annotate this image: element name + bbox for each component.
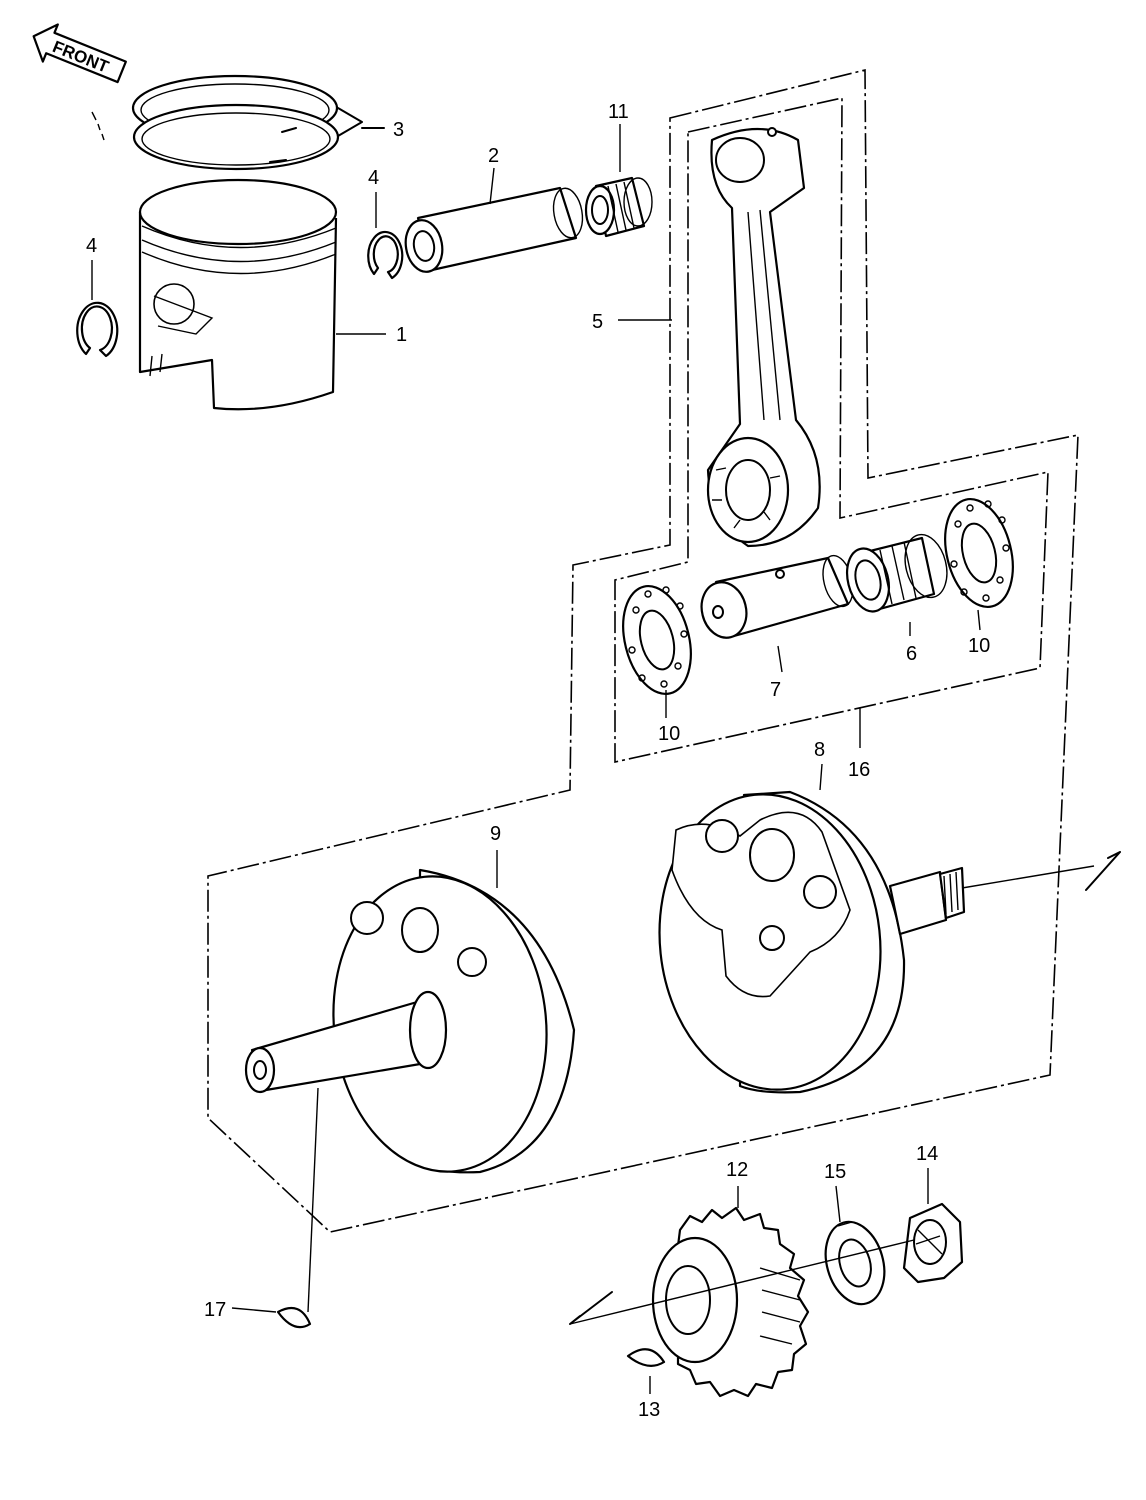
callout-15: 15 xyxy=(824,1161,846,1183)
woodruff-key-13 xyxy=(626,1348,666,1367)
callout-11: 11 xyxy=(608,101,629,123)
key-leader-line xyxy=(307,1087,319,1313)
connecting-rod-kit-boundary xyxy=(614,97,1049,763)
callout-13: 13 xyxy=(638,1399,660,1421)
callout-9: 9 xyxy=(490,823,501,845)
gear-axis-line xyxy=(569,1239,915,1325)
piston xyxy=(138,178,338,411)
crank-pin xyxy=(700,554,854,639)
front-direction-arrow: FRONT xyxy=(32,23,127,84)
ring-bracket xyxy=(337,107,363,137)
thrust-washer-left xyxy=(622,584,692,696)
crankshaft-assembly-boundary xyxy=(207,68,1079,1233)
callout-2: 2 xyxy=(488,145,499,167)
connecting-rod xyxy=(706,127,821,548)
lock-washer xyxy=(824,1220,886,1306)
gear-nut xyxy=(902,1202,964,1284)
gear-axis-arrow-left xyxy=(569,1291,613,1325)
callout-6: 6 xyxy=(906,643,917,665)
callout-4-right: 4 xyxy=(368,167,379,189)
piston-rings xyxy=(131,74,340,171)
small-end-needle-bearing xyxy=(584,176,653,238)
callout-10-right: 10 xyxy=(968,635,990,657)
crank-axis-arrow-right xyxy=(1085,851,1121,891)
callout-17: 17 xyxy=(204,1299,226,1321)
dust-specks xyxy=(91,111,105,141)
callout-16: 16 xyxy=(848,759,870,781)
callout-10-left: 10 xyxy=(658,723,680,745)
thrust-washer-right xyxy=(944,497,1014,609)
crank-axis-line xyxy=(961,865,1095,889)
callout-4-left: 4 xyxy=(86,235,97,257)
piston-pin xyxy=(404,186,584,273)
piston-pin-clip-right xyxy=(367,230,404,280)
crankshaft-left-half xyxy=(244,868,576,1174)
callout-7: 7 xyxy=(770,679,781,701)
big-end-needle-bearing xyxy=(846,533,948,613)
callout-5: 5 xyxy=(592,311,603,333)
woodruff-key-17 xyxy=(276,1306,312,1329)
callout-14: 14 xyxy=(916,1143,938,1165)
callout-8: 8 xyxy=(814,739,825,761)
crankshaft-right-half xyxy=(658,790,966,1094)
callout-1: 1 xyxy=(396,324,407,346)
callout-3: 3 xyxy=(393,119,404,141)
piston-pin-clip-left xyxy=(76,301,119,358)
callout-12: 12 xyxy=(726,1159,748,1181)
leader-lines xyxy=(91,124,981,1394)
primary-drive-gear xyxy=(651,1206,810,1398)
